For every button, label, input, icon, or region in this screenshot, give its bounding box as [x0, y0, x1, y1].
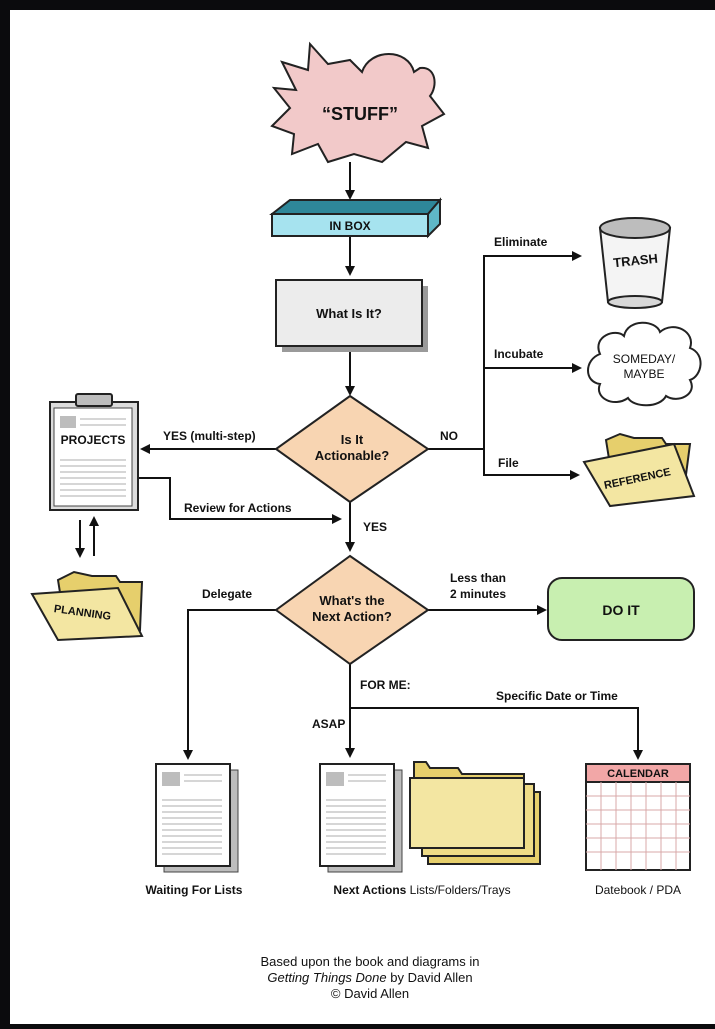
node-reference: REFERENCE: [582, 432, 696, 508]
edge-no-trunk: [428, 255, 485, 450]
actionable-diamond: [274, 394, 430, 504]
next-action-diamond: [274, 554, 430, 666]
credit-line1: Based upon the book and diagrams in: [261, 954, 480, 969]
edge-label-file: File: [498, 456, 519, 470]
edge-label-yes: YES: [363, 520, 387, 534]
credit-block: Based upon the book and diagrams in Gett…: [261, 954, 480, 1001]
edge-label-no: NO: [440, 429, 458, 443]
edge-labels: Eliminate Incubate File NO YES (multi-st…: [163, 235, 618, 731]
actionable-label-line2: Actionable?: [315, 448, 389, 463]
do-it-box: [547, 577, 695, 641]
edge-label-incubate: Incubate: [494, 347, 544, 361]
planning-folder-front: [30, 586, 144, 642]
inbox-front: [271, 213, 429, 237]
projects-text-lines: [60, 418, 126, 497]
gtd-flowchart: Eliminate Incubate File NO YES (multi-st…: [30, 41, 702, 1001]
node-projects: PROJECTS: [49, 393, 139, 511]
gtd-flowchart-sheet: Eliminate Incubate File NO YES (multi-st…: [10, 10, 715, 1024]
caption-next-actions: Next Actions Lists/Folders/Trays: [333, 883, 510, 897]
edges: [75, 162, 643, 760]
node-calendar: CALENDAR: [585, 763, 691, 871]
node-do-it: DO IT: [547, 577, 695, 641]
what-is-it-box: [275, 279, 423, 347]
node-stuff: “STUFF”: [270, 41, 446, 164]
node-trash: TRASH: [598, 217, 672, 309]
edge-label-less-than: Less than: [450, 571, 506, 585]
projects-photo-thumb: [60, 416, 76, 428]
calendar-label: CALENDAR: [607, 768, 669, 780]
next-action-label-line1: What's the: [319, 593, 384, 608]
someday-cloud: [587, 321, 702, 407]
inbox-label: IN BOX: [329, 219, 370, 233]
do-it-label: DO IT: [602, 602, 640, 618]
calendar-grid: [586, 782, 690, 870]
credit-line2: Getting Things Done by David Allen: [267, 970, 472, 985]
edge-label-yes-multistep: YES (multi-step): [163, 429, 256, 443]
calendar-header: [585, 763, 691, 783]
node-waiting-for: [155, 763, 239, 873]
caption-next-actions-rest: Lists/Folders/Trays: [406, 883, 510, 897]
trash-label: TRASH: [612, 251, 658, 271]
edge-label-asap: ASAP: [312, 717, 345, 731]
waiting-doc-lines: [162, 774, 222, 855]
actionable-label-line1: Is It: [341, 432, 364, 447]
node-what-is-it: What Is It?: [275, 279, 428, 352]
next-actions-folder-front: [409, 777, 525, 849]
trash-can-rim: [599, 217, 671, 239]
caption-datebook: Datebook / PDA: [595, 883, 681, 897]
next-action-label-line2: Next Action?: [312, 609, 392, 624]
edge-label-delegate: Delegate: [202, 587, 252, 601]
node-next-actions: [319, 761, 541, 873]
stuff-shape: [270, 41, 446, 164]
someday-label-line1: SOMEDAY/: [613, 352, 676, 366]
trash-can-bottom: [607, 295, 663, 309]
node-someday-maybe: SOMEDAY/ MAYBE: [587, 321, 702, 407]
projects-label: PROJECTS: [61, 433, 126, 447]
edge-review-for-actions: [130, 477, 342, 524]
captions: Waiting For Lists Next Actions Lists/Fol…: [146, 883, 681, 897]
reference-folder-front: [582, 442, 696, 508]
edge-label-eliminate: Eliminate: [494, 235, 548, 249]
what-is-it-label: What Is It?: [316, 306, 382, 321]
edge-file: [483, 449, 580, 480]
caption-waiting-for: Waiting For Lists: [146, 883, 243, 897]
node-is-it-actionable: Is It Actionable?: [274, 394, 430, 504]
next-actions-doc-thumb: [326, 772, 344, 786]
caption-next-actions-bold: Next Actions: [333, 883, 406, 897]
stuff-label: “STUFF”: [322, 104, 398, 124]
waiting-doc-thumb: [162, 772, 180, 786]
node-inbox: IN BOX: [269, 197, 443, 239]
someday-label-line2: MAYBE: [623, 367, 664, 381]
projects-clip: [75, 393, 113, 407]
edge-specific-date: [350, 707, 643, 760]
edge-label-specific-date: Specific Date or Time: [496, 689, 618, 703]
inbox-top: [269, 199, 443, 215]
node-planning: PLANNING: [30, 570, 144, 642]
credit-book-title: Getting Things Done: [267, 970, 386, 985]
edge-delegate: [183, 609, 278, 760]
credit-line2-rest: by David Allen: [387, 970, 473, 985]
edge-label-for-me: FOR ME:: [360, 678, 411, 692]
edge-label-two-minutes: 2 minutes: [450, 587, 506, 601]
credit-line3: © David Allen: [331, 986, 409, 1001]
next-actions-doc-lines: [326, 774, 386, 855]
node-next-action: What's the Next Action?: [274, 554, 430, 666]
edge-label-review-for-actions: Review for Actions: [184, 501, 292, 515]
